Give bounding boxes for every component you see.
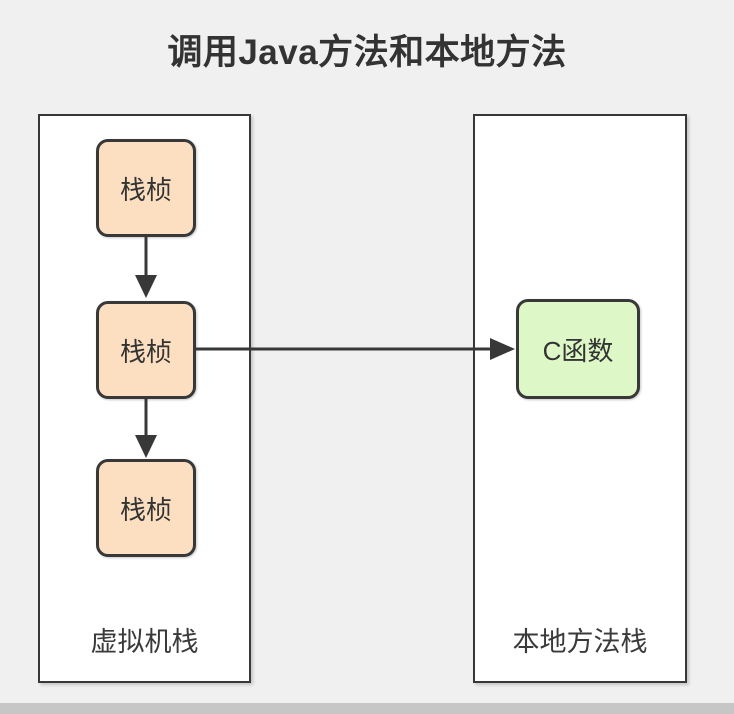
stack-frame-node-2: 栈桢 — [96, 301, 196, 399]
bottom-edge-bar — [0, 703, 734, 714]
native-method-stack-label: 本地方法栈 — [512, 627, 648, 657]
stack-frame-node-3: 栈桢 — [96, 459, 196, 557]
vm-stack-label: 虚拟机栈 — [90, 627, 199, 657]
stack-frame-node-1: 栈桢 — [96, 139, 196, 237]
c-function-node: C函数 — [516, 299, 640, 399]
page-title: 调用Java方法和本地方法 — [167, 33, 567, 72]
